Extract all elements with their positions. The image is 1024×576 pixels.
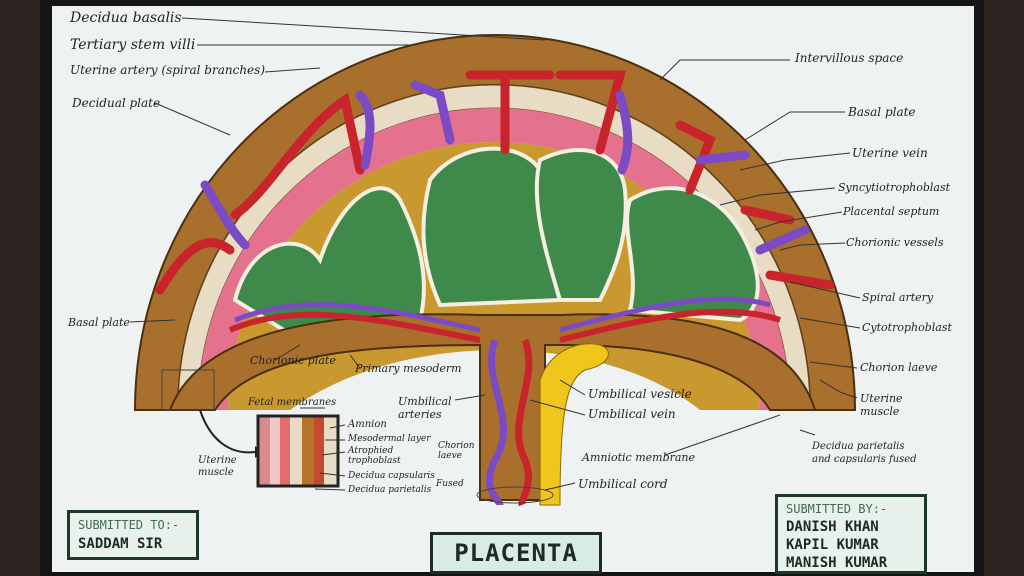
label-amniotic-membrane: Amniotic membrane bbox=[582, 451, 696, 464]
label-spiral-artery: Spiral artery bbox=[862, 291, 934, 304]
label-decidua-parietalis-fused: Decidua parietalis and capsularis fused bbox=[812, 441, 917, 465]
label-chorionic-vessels: Chorionic vessels bbox=[846, 236, 944, 249]
inset-label-atrophied-trophoblast: Atrophied trophoblast bbox=[348, 446, 401, 466]
spiral-artery bbox=[465, 70, 555, 155]
submitted-by-heading: SUBMITTED BY:- bbox=[786, 502, 888, 516]
submitted-to-heading: SUBMITTED TO:- bbox=[78, 518, 180, 532]
submitted-by-name: MANISH KUMAR bbox=[786, 555, 888, 571]
uterine-vein bbox=[410, 80, 455, 145]
diagram-title: PLACENTA bbox=[430, 532, 602, 574]
label-decidua-basalis: Decidua basalis bbox=[70, 10, 182, 26]
spiral-artery bbox=[555, 70, 626, 155]
submitted-by-name: DANISH KHAN bbox=[786, 519, 879, 535]
chorionic-vessels bbox=[228, 308, 781, 343]
uterine-vein bbox=[355, 90, 375, 170]
umbilical-vesicle bbox=[539, 343, 609, 506]
uterine-vein bbox=[200, 180, 250, 250]
inset-label-decidua-capsularis: Decidua capsularis bbox=[348, 471, 435, 481]
spiral-artery bbox=[740, 205, 835, 290]
inset-heading: Fetal membranes bbox=[248, 397, 337, 408]
inset-leader-lines bbox=[300, 407, 346, 491]
spiral-artery bbox=[155, 238, 235, 295]
inset-label-uterine-muscle: Uterine muscle bbox=[198, 455, 237, 478]
label-cytotrophoblast: Cytotrophoblast bbox=[862, 321, 952, 334]
umbilical-arteries bbox=[485, 338, 507, 507]
label-primary-mesoderm: Primary mesoderm bbox=[355, 362, 462, 375]
label-basal-plate-right: Basal plate bbox=[848, 105, 916, 119]
label-uterine-artery: Uterine artery (spiral branches) bbox=[70, 63, 265, 77]
label-intervillous-space: Intervillous space bbox=[795, 51, 904, 65]
label-placental-septum: Placental septum bbox=[843, 205, 940, 218]
label-umbilical-vesicle: Umbilical vesicle bbox=[588, 387, 692, 401]
label-tertiary-stem-villi: Tertiary stem villi bbox=[70, 37, 196, 53]
villus-cluster bbox=[232, 186, 426, 343]
chorionic-plate bbox=[168, 313, 817, 501]
inset-label-mesodermal-layer: Mesodermal layer bbox=[348, 434, 431, 444]
uterine-vein bbox=[695, 150, 750, 165]
spiral-artery bbox=[230, 92, 365, 220]
submitted-to-name: SADDAM SIR bbox=[78, 536, 163, 552]
inset-label-decidua-parietalis: Decidua parietalis bbox=[348, 485, 432, 495]
label-chorion-laeve: Chorion laeve bbox=[860, 361, 938, 374]
label-chorionic-plate: Chorionic plate bbox=[250, 354, 336, 367]
inset-arrow bbox=[199, 409, 256, 454]
inset-label-amnion: Amnion bbox=[348, 419, 387, 430]
decidual-plate bbox=[198, 108, 790, 410]
inset-label-chorion-laeve: Chorion laeve bbox=[438, 441, 475, 461]
label-syncytiotrophoblast: Syncytiotrophoblast bbox=[838, 181, 951, 194]
submitted-by-box: SUBMITTED BY:- DANISH KHAN KAPIL KUMAR M… bbox=[775, 494, 927, 574]
fetal-membrane-inset bbox=[256, 414, 340, 488]
label-umbilical-vein: Umbilical vein bbox=[588, 407, 676, 421]
label-uterine-vein: Uterine vein bbox=[852, 146, 928, 160]
inset-label-fused: Fused bbox=[436, 479, 464, 489]
label-leader-lines bbox=[129, 17, 861, 491]
uterine-vein bbox=[755, 225, 810, 255]
label-basal-plate-left: Basal plate bbox=[68, 316, 130, 329]
label-uterine-muscle-right: Uterine muscle bbox=[860, 392, 903, 419]
label-umbilical-cord: Umbilical cord bbox=[578, 477, 668, 491]
umbilical-cord-end bbox=[476, 486, 554, 504]
umbilical-vein bbox=[515, 338, 533, 507]
spiral-artery bbox=[675, 120, 716, 195]
submitted-to-box: SUBMITTED TO:- SADDAM SIR bbox=[67, 510, 199, 560]
chorionic-vessels bbox=[234, 296, 771, 333]
label-decidual-plate: Decidual plate bbox=[72, 96, 161, 110]
uterine-vein bbox=[615, 90, 633, 175]
label-umbilical-arteries: Umbilical arteries bbox=[398, 395, 452, 422]
submitted-by-name: KAPIL KUMAR bbox=[786, 537, 879, 553]
inset-selection-box bbox=[161, 369, 215, 411]
